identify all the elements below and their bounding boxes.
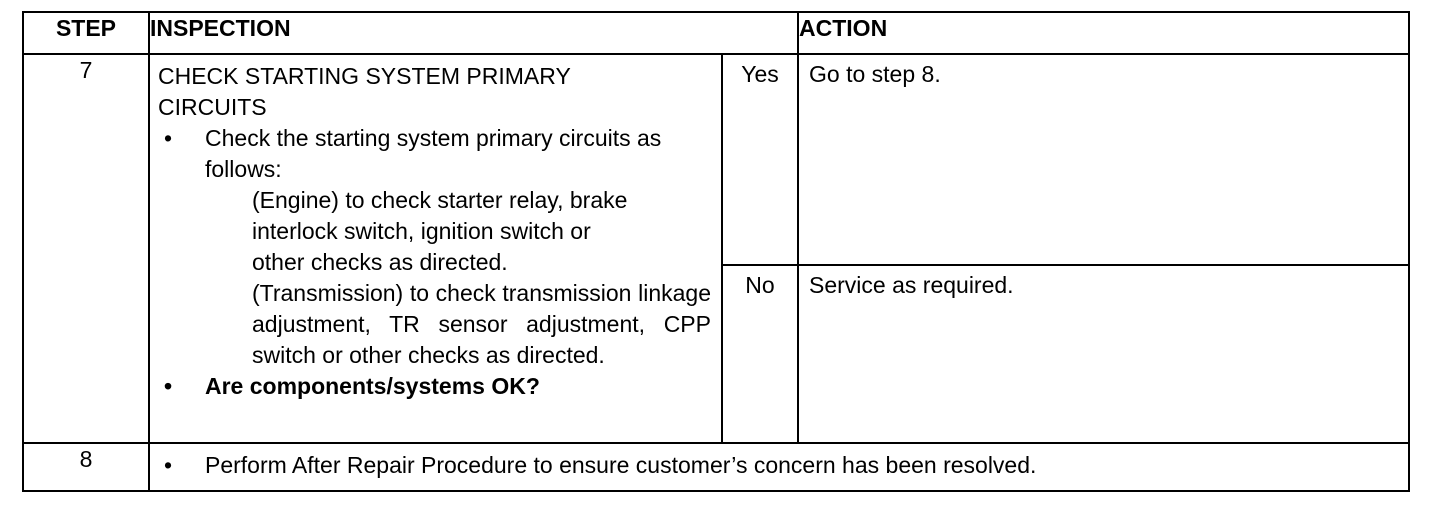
transmission-check-text: (Transmission) to check transmission lin…: [252, 280, 711, 368]
inspection-column-header: INSPECTION: [147, 11, 800, 55]
table-row-step-7-yes: 7 CHECK STARTING SYSTEM PRIMARY CIRCUITS…: [22, 53, 1411, 444]
step-number-7: 7: [22, 53, 150, 444]
step-8-cell: • Perform After Repair Procedure to ensu…: [147, 442, 1411, 492]
table-header-row: STEP INSPECTION ACTION: [22, 11, 1411, 55]
procedure-table: STEP INSPECTION ACTION 7 CHECK STARTING …: [22, 11, 1411, 492]
action-no-text: Service as required.: [797, 264, 1411, 444]
inspection-cell-step-7: CHECK STARTING SYSTEM PRIMARY CIRCUITS •…: [148, 53, 723, 444]
inspection-title-line-1: CHECK STARTING SYSTEM PRIMARY: [158, 63, 571, 89]
components-question-bullet: • Are components/systems OK?: [158, 371, 711, 402]
check-instruction-text: Check the starting system primary circui…: [205, 125, 662, 182]
bullet-icon: •: [163, 373, 173, 399]
table-row-step-8: 8 • Perform After Repair Procedure to en…: [22, 442, 1411, 492]
components-question-text: Are components/systems OK?: [205, 373, 540, 399]
after-repair-bullet: • Perform After Repair Procedure to ensu…: [158, 450, 1400, 481]
inspection-title-line-2: CIRCUITS: [158, 94, 267, 120]
step-number-8: 8: [22, 442, 150, 492]
table-row-step-7-no: No Service as required.: [23, 264, 1411, 444]
bullet-icon: •: [163, 452, 173, 478]
answer-yes-label: Yes: [720, 53, 800, 266]
bullet-icon: •: [163, 125, 173, 151]
answer-no-label: No: [720, 264, 800, 444]
action-yes-text: Go to step 8.: [797, 53, 1411, 266]
check-instruction-bullet: • Check the starting system primary circ…: [158, 123, 711, 185]
action-column-header: ACTION: [797, 11, 1411, 55]
diagnostic-procedure-document: STEP INSPECTION ACTION 7 CHECK STARTING …: [22, 11, 1411, 492]
step-column-header: STEP: [22, 11, 150, 55]
engine-check-text: (Engine) to check starter relay, brake i…: [252, 187, 628, 275]
after-repair-text: Perform After Repair Procedure to ensure…: [205, 452, 1037, 478]
